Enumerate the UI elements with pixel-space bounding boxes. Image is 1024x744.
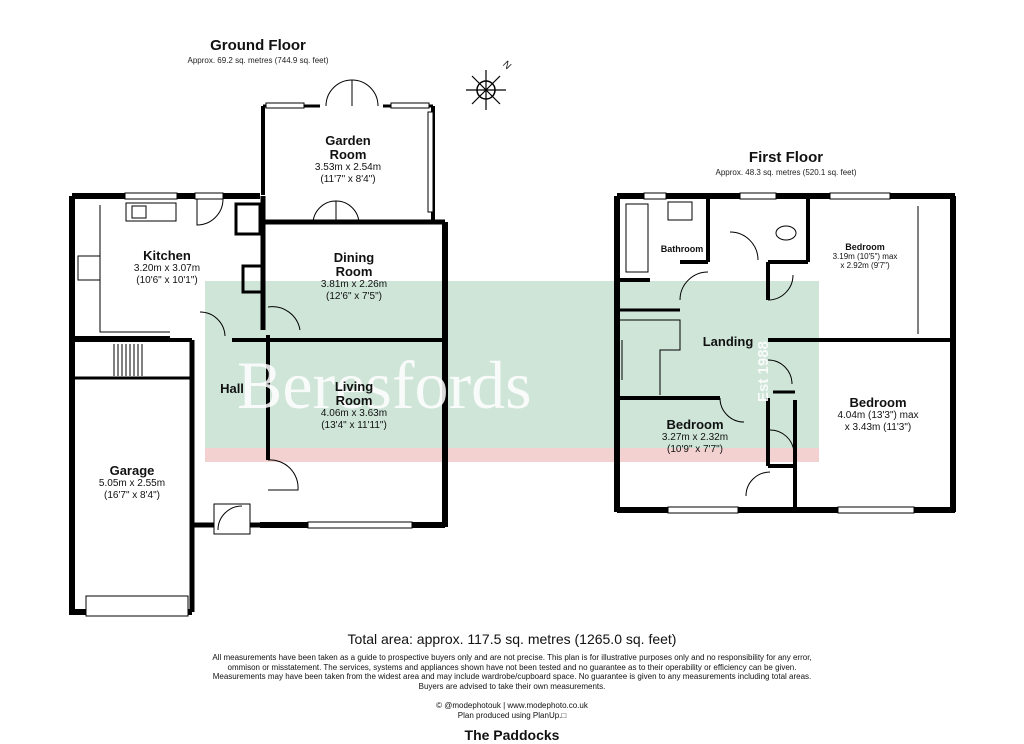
room-name: Garage: [109, 463, 155, 478]
room-dimensions-line1: 3.19m (10'5") max: [832, 252, 898, 261]
room-dimensions-metric: 3.53m x 2.54m: [314, 162, 382, 173]
room-hall: Hall: [220, 381, 244, 396]
room-dimensions-imperial: (10'6" x 10'1"): [136, 275, 198, 286]
room-dimensions-metric: 5.05m x 2.55m: [98, 478, 166, 489]
disclaimer-line: Measurements may have been taken from th…: [212, 672, 812, 681]
disclaimer: All measurements have been taken as a gu…: [112, 653, 912, 691]
room-garden-room: Garden Room 3.53m x 2.54m (11'7" x 8'4"): [283, 134, 413, 186]
room-bathroom: Bathroom: [660, 244, 704, 254]
room-name: Living: [334, 379, 374, 394]
room-name: Bedroom: [666, 417, 724, 432]
room-dimensions-line2: x 3.43m (11'3"): [844, 422, 912, 433]
room-dimensions-metric: 3.27m x 2.32m: [661, 432, 729, 443]
disclaimer-line: ommison or misstatement. The services, s…: [227, 662, 797, 672]
room-dimensions-line2: x 2.92m (9'7"): [840, 261, 890, 270]
compass-icon: [466, 70, 506, 110]
property-name: The Paddocks: [464, 727, 560, 743]
disclaimer-line: Buyers are advised to take their own mea…: [418, 681, 606, 691]
ground-floor-title: Ground Floor: [210, 37, 306, 54]
disclaimer-line: All measurements have been taken as a gu…: [212, 653, 812, 662]
room-garage: Garage 5.05m x 2.55m (16'7" x 8'4"): [72, 464, 192, 502]
room-bedroom-mid: Bedroom 3.27m x 2.32m (10'9" x 7'7"): [630, 418, 760, 456]
room-dimensions-imperial: (13'4" x 11'11"): [321, 420, 387, 431]
room-dimensions-imperial: (16'7" x 8'4"): [104, 490, 160, 501]
credits: © @modephotouk | www.modephoto.co.uk Pla…: [362, 701, 662, 721]
room-dimensions-metric: 3.81m x 2.26m: [320, 279, 388, 290]
room-dimensions-line1: 4.04m (13'3") max: [837, 410, 919, 421]
total-area: Total area: approx. 117.5 sq. metres (12…: [347, 631, 677, 647]
room-bedroom-small: Bedroom 3.19m (10'5") max x 2.92m (9'7"): [818, 242, 912, 270]
room-landing: Landing: [702, 334, 754, 349]
watermark: Beresfords Est 1988: [237, 341, 772, 423]
first-floor-area: Approx. 48.3 sq. metres (520.1 sq. feet): [715, 168, 857, 177]
room-bedroom-large: Bedroom 4.04m (13'3") max x 3.43m (11'3"…: [818, 396, 938, 434]
watermark-stripe: [205, 448, 819, 462]
first-floor-walls: [614, 192, 956, 514]
watermark-brand: Beresfords: [237, 347, 532, 423]
ground-floor-area: Approx. 69.2 sq. metres (744.9 sq. feet): [187, 56, 329, 65]
first-floor-title: First Floor: [748, 149, 824, 166]
room-dimensions-imperial: (12'6" x 7'5"): [326, 291, 382, 302]
credits-line: Plan produced using PlanUp.□: [457, 711, 567, 720]
room-name: Dining: [333, 250, 375, 265]
room-name: Room: [329, 147, 367, 162]
room-dimensions-metric: 4.06m x 3.63m: [320, 408, 388, 419]
room-name: Kitchen: [143, 248, 191, 263]
credits-line: © @modephotouk | www.modephoto.co.uk: [436, 701, 588, 710]
room-dimensions-imperial: (11'7" x 8'4"): [320, 174, 376, 185]
watermark-est: Est 1988: [755, 341, 772, 402]
room-name: Room: [335, 264, 373, 279]
room-living-room: Living Room 4.06m x 3.63m (13'4" x 11'11…: [289, 380, 419, 432]
room-name: Room: [335, 393, 373, 408]
room-dimensions-imperial: (10'9" x 7'7"): [667, 444, 723, 455]
room-name: Bedroom: [845, 242, 885, 252]
room-dining-room: Dining Room 3.81m x 2.26m (12'6" x 7'5"): [289, 251, 419, 303]
ground-floor-walls: [69, 79, 448, 617]
watermark-band: [205, 281, 819, 448]
room-kitchen: Kitchen 3.20m x 3.07m (10'6" x 10'1"): [102, 249, 232, 287]
room-dimensions-metric: 3.20m x 3.07m: [133, 263, 201, 274]
room-name: Garden: [325, 133, 371, 148]
room-name: Bedroom: [849, 395, 907, 410]
